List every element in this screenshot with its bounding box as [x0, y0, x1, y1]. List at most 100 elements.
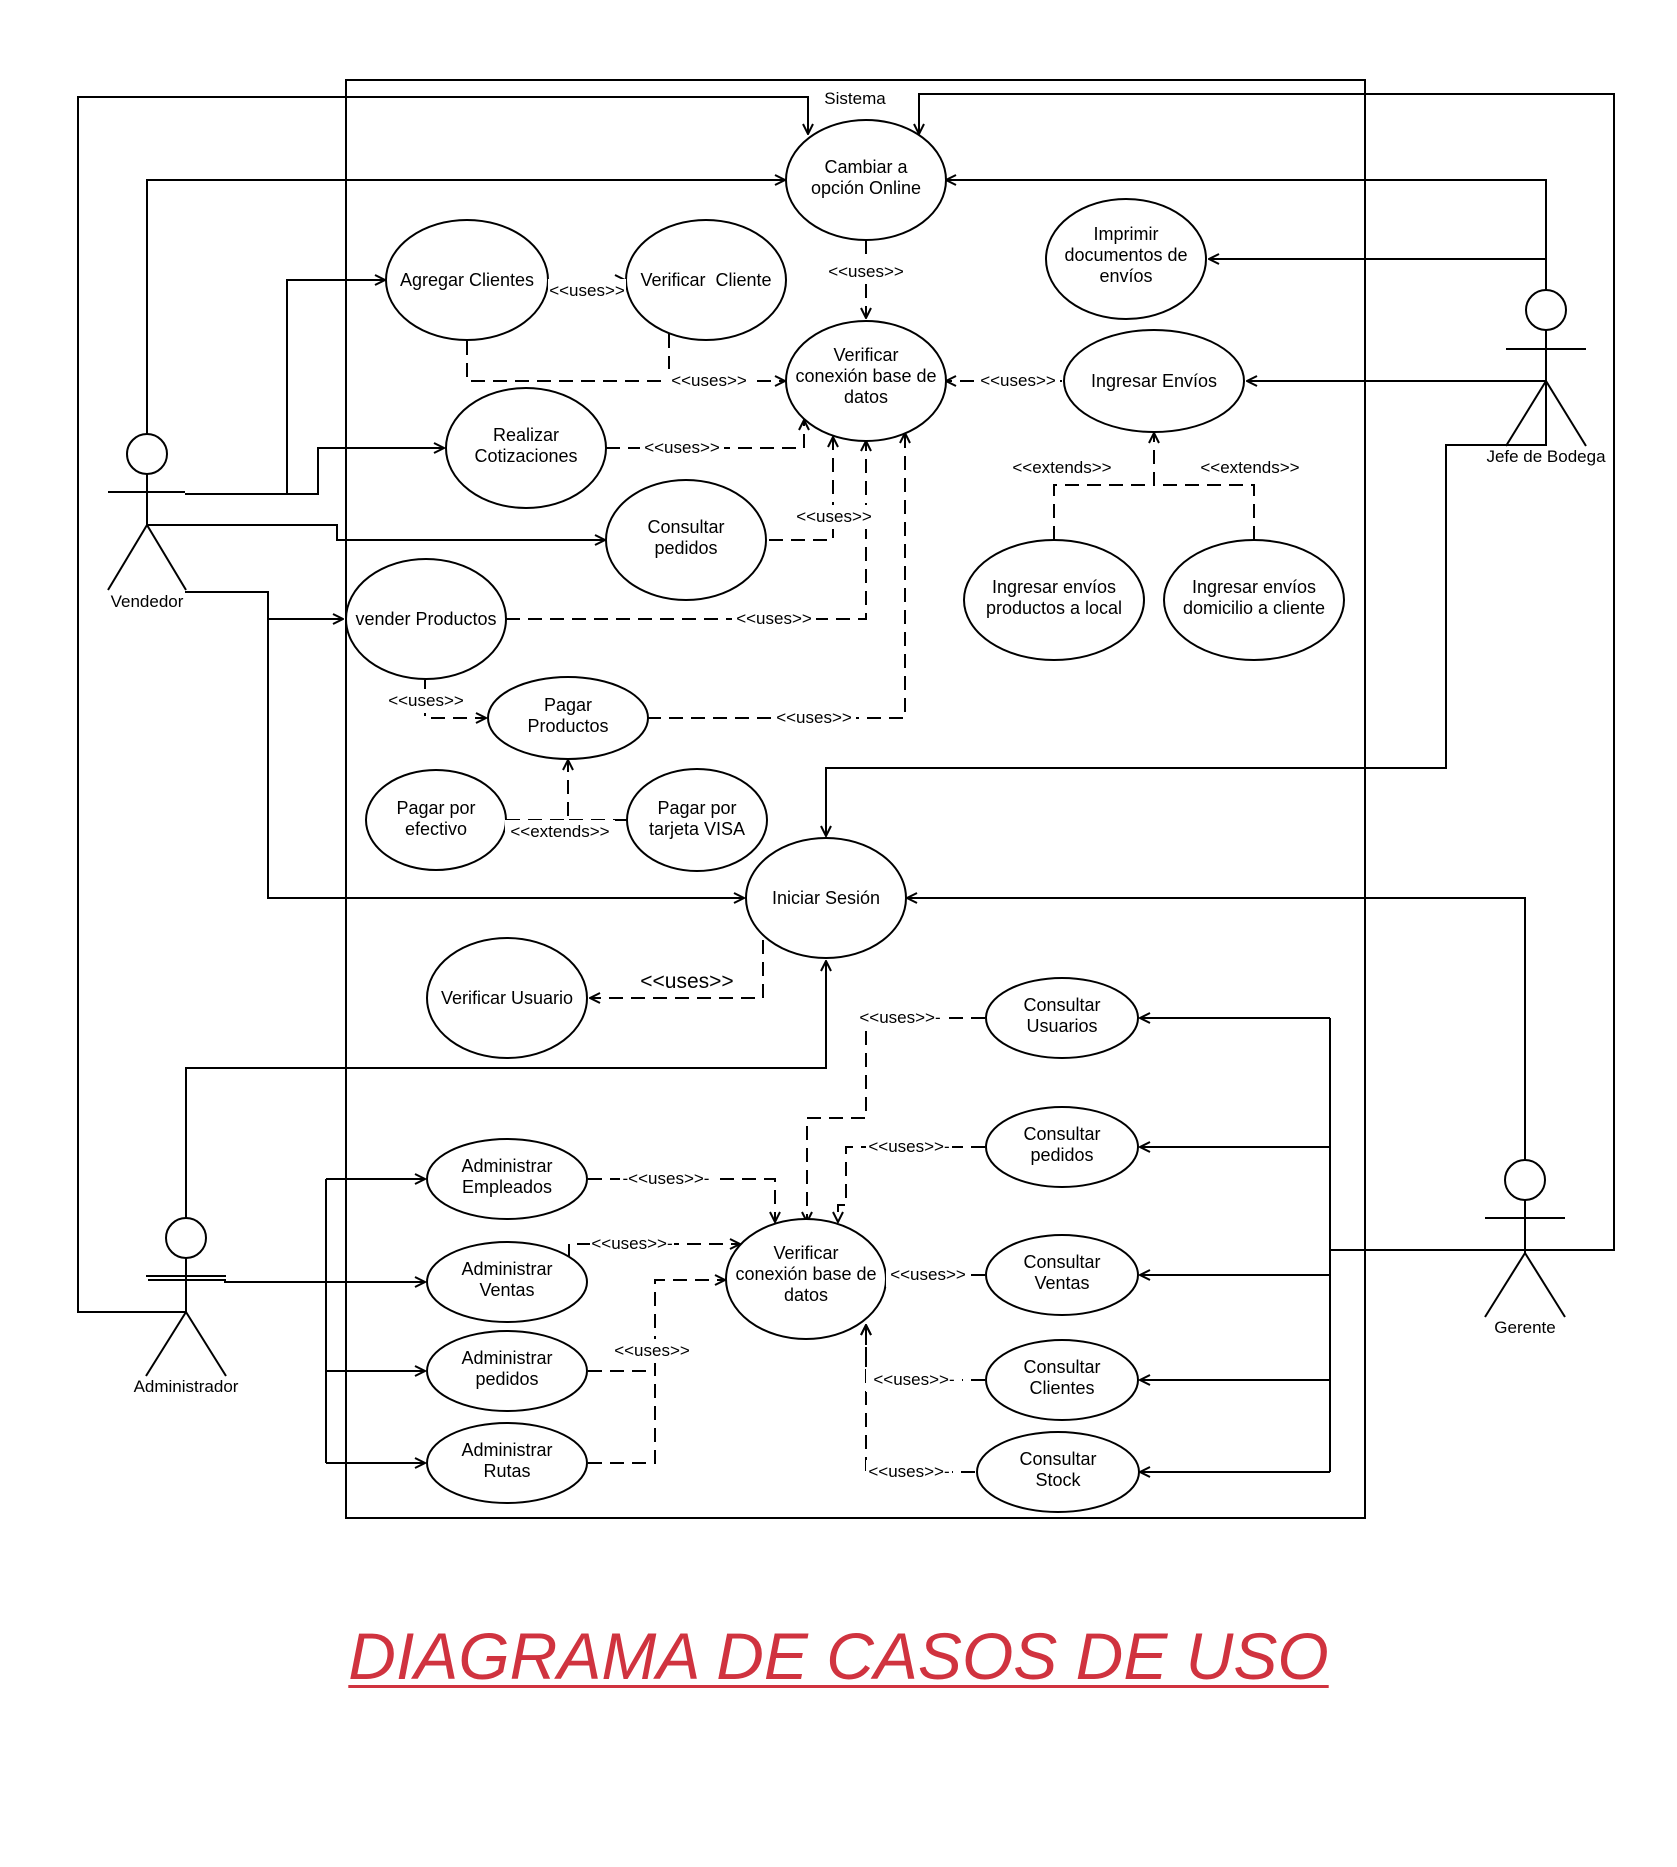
dep-consultar-verificar	[769, 437, 833, 541]
uc-imprimir-ellipse	[1045, 198, 1207, 320]
dep-usuarios-verificar	[807, 1017, 985, 1222]
uc-admin-ventas-ellipse	[426, 1241, 588, 1323]
label-uses-agregar-verificar-cliente: <<uses>>	[549, 281, 625, 300]
label-uses-admin-empleados: -<<uses>>-	[623, 1169, 710, 1188]
uc-pagar-ellipse	[487, 676, 649, 760]
uc-cotizaciones-ellipse	[445, 387, 607, 509]
uc-consultar-pedidos-g-ellipse	[985, 1106, 1139, 1188]
label-uses-consultar-usuarios: <<uses>>-	[859, 1008, 940, 1027]
uc-vender-ellipse	[345, 558, 507, 680]
dep-pagar-verificar	[647, 433, 905, 719]
assoc-jefe-iniciar	[826, 381, 1547, 836]
dep-envios-domicilio	[1154, 484, 1255, 540]
actor-figures	[107, 289, 1587, 1377]
relation-labels: <<uses>> <<uses>> <<uses>> <<uses>> <<us…	[388, 262, 1300, 1481]
actor-admin-figure	[145, 1217, 227, 1377]
assoc-vendedor-iniciar	[267, 619, 744, 898]
label-extends-domicilio: <<extends>>	[1200, 458, 1299, 477]
uc-consultar-stock-ellipse	[976, 1431, 1140, 1513]
uc-verificar-top-ellipse	[785, 320, 947, 442]
uc-envios-local-ellipse	[963, 539, 1145, 661]
dep-ventas-admin-verificar	[568, 1244, 740, 1258]
relation-label-backgrounds	[384, 259, 1304, 1484]
assoc-admin-cambiar	[77, 96, 808, 1313]
assoc-vendedor-cotizaciones	[185, 448, 444, 495]
dep-envios-local	[1053, 433, 1154, 540]
uc-verificar-usuario-ellipse	[426, 937, 588, 1059]
assoc-jefe-cambiar	[946, 180, 1547, 295]
dep-iniciar-verificar-usuario	[590, 940, 764, 998]
label-uses-pagar: <<uses>>	[776, 708, 852, 727]
dep-rutas-verificar	[588, 1371, 656, 1464]
page-title: DIAGRAMA DE CASOS DE USO	[348, 1619, 1329, 1693]
label-uses-admin-pedidos: <<uses>>	[614, 1341, 690, 1360]
uc-ingresar-ellipse	[1063, 329, 1245, 433]
dep-efectivo-pagar	[506, 760, 568, 821]
assoc-vendedor-agregar	[185, 280, 385, 495]
actor-jefe-de-bodega: Jefe de Bodega	[1486, 447, 1606, 466]
label-uses-agregar-verificar: <<uses>>	[671, 371, 747, 390]
assoc-admin-ventas	[148, 1280, 425, 1282]
label-uses-consultar-pedidos-g: <<uses>>-	[868, 1137, 949, 1156]
uc-iniciar-sesion: Iniciar Sesión	[772, 888, 880, 908]
dep-vender-verificar	[506, 441, 866, 620]
label-uses-cotizaciones: <<uses>>	[644, 438, 720, 457]
uc-verificar-cliente: Verificar Cliente	[640, 270, 771, 290]
actor-administrador: Administrador	[134, 1377, 239, 1396]
assoc-gerente-iniciar	[907, 898, 1526, 1160]
use-case-shapes	[345, 119, 1345, 1513]
label-uses-consultar-pedidos: <<uses>>	[796, 507, 872, 526]
label-extends-pagar: <<extends>>	[510, 822, 609, 841]
uc-agregar-clientes: Agregar Clientes	[400, 270, 534, 290]
assoc-vendedor-cambiar	[146, 180, 785, 435]
label-uses-verificar-usuario: <<uses>>	[640, 970, 733, 993]
uc-consultar-usuarios-ellipse	[985, 977, 1139, 1059]
dep-pedidos-admin-verificar	[588, 1280, 725, 1372]
actor-gerente-figure	[1484, 1159, 1566, 1318]
system-boundary	[345, 79, 1366, 1519]
label-uses-ingresar: <<uses>>	[980, 371, 1056, 390]
actor-jefe-figure	[1505, 289, 1587, 447]
uc-iniciar-ellipse	[745, 837, 907, 959]
uc-admin-rutas-ellipse	[426, 1422, 588, 1504]
uc-admin-pedidos-ellipse	[426, 1330, 588, 1412]
label-uses-cambiar: <<uses>>	[828, 262, 904, 281]
actor-associations	[77, 93, 1615, 1472]
label-uses-vender: <<uses>>	[736, 609, 812, 628]
uc-verificar-usuario: Verificar Usuario	[441, 988, 573, 1008]
actor-vendedor: Vendedor	[111, 592, 184, 611]
label-extends-local: <<extends>>	[1012, 458, 1111, 477]
dep-empleados-verificar	[588, 1178, 775, 1222]
actor-labels: Vendedor Jefe de Bodega Administrador Ge…	[111, 447, 1606, 1396]
actor-gerente: Gerente	[1494, 1318, 1555, 1337]
actor-vendedor-figure	[107, 433, 187, 591]
uc-visa-ellipse	[626, 768, 768, 872]
assoc-vendedor-consultar-pedidos	[147, 524, 605, 540]
label-uses-vender-pagar: <<uses>>	[388, 691, 464, 710]
uc-consultar-ventas-ellipse	[985, 1234, 1139, 1316]
uc-vender-productos: vender Productos	[355, 609, 496, 629]
dep-stock-verificar	[866, 1325, 975, 1473]
uc-consultar-clientes-ellipse	[985, 1339, 1139, 1421]
label-uses-consultar-clientes: <<uses>>-	[873, 1370, 954, 1389]
uc-ingresar-envios: Ingresar Envíos	[1091, 371, 1217, 391]
assoc-gerente-cambiar	[919, 93, 1615, 1251]
system-label: Sistema	[824, 89, 886, 108]
